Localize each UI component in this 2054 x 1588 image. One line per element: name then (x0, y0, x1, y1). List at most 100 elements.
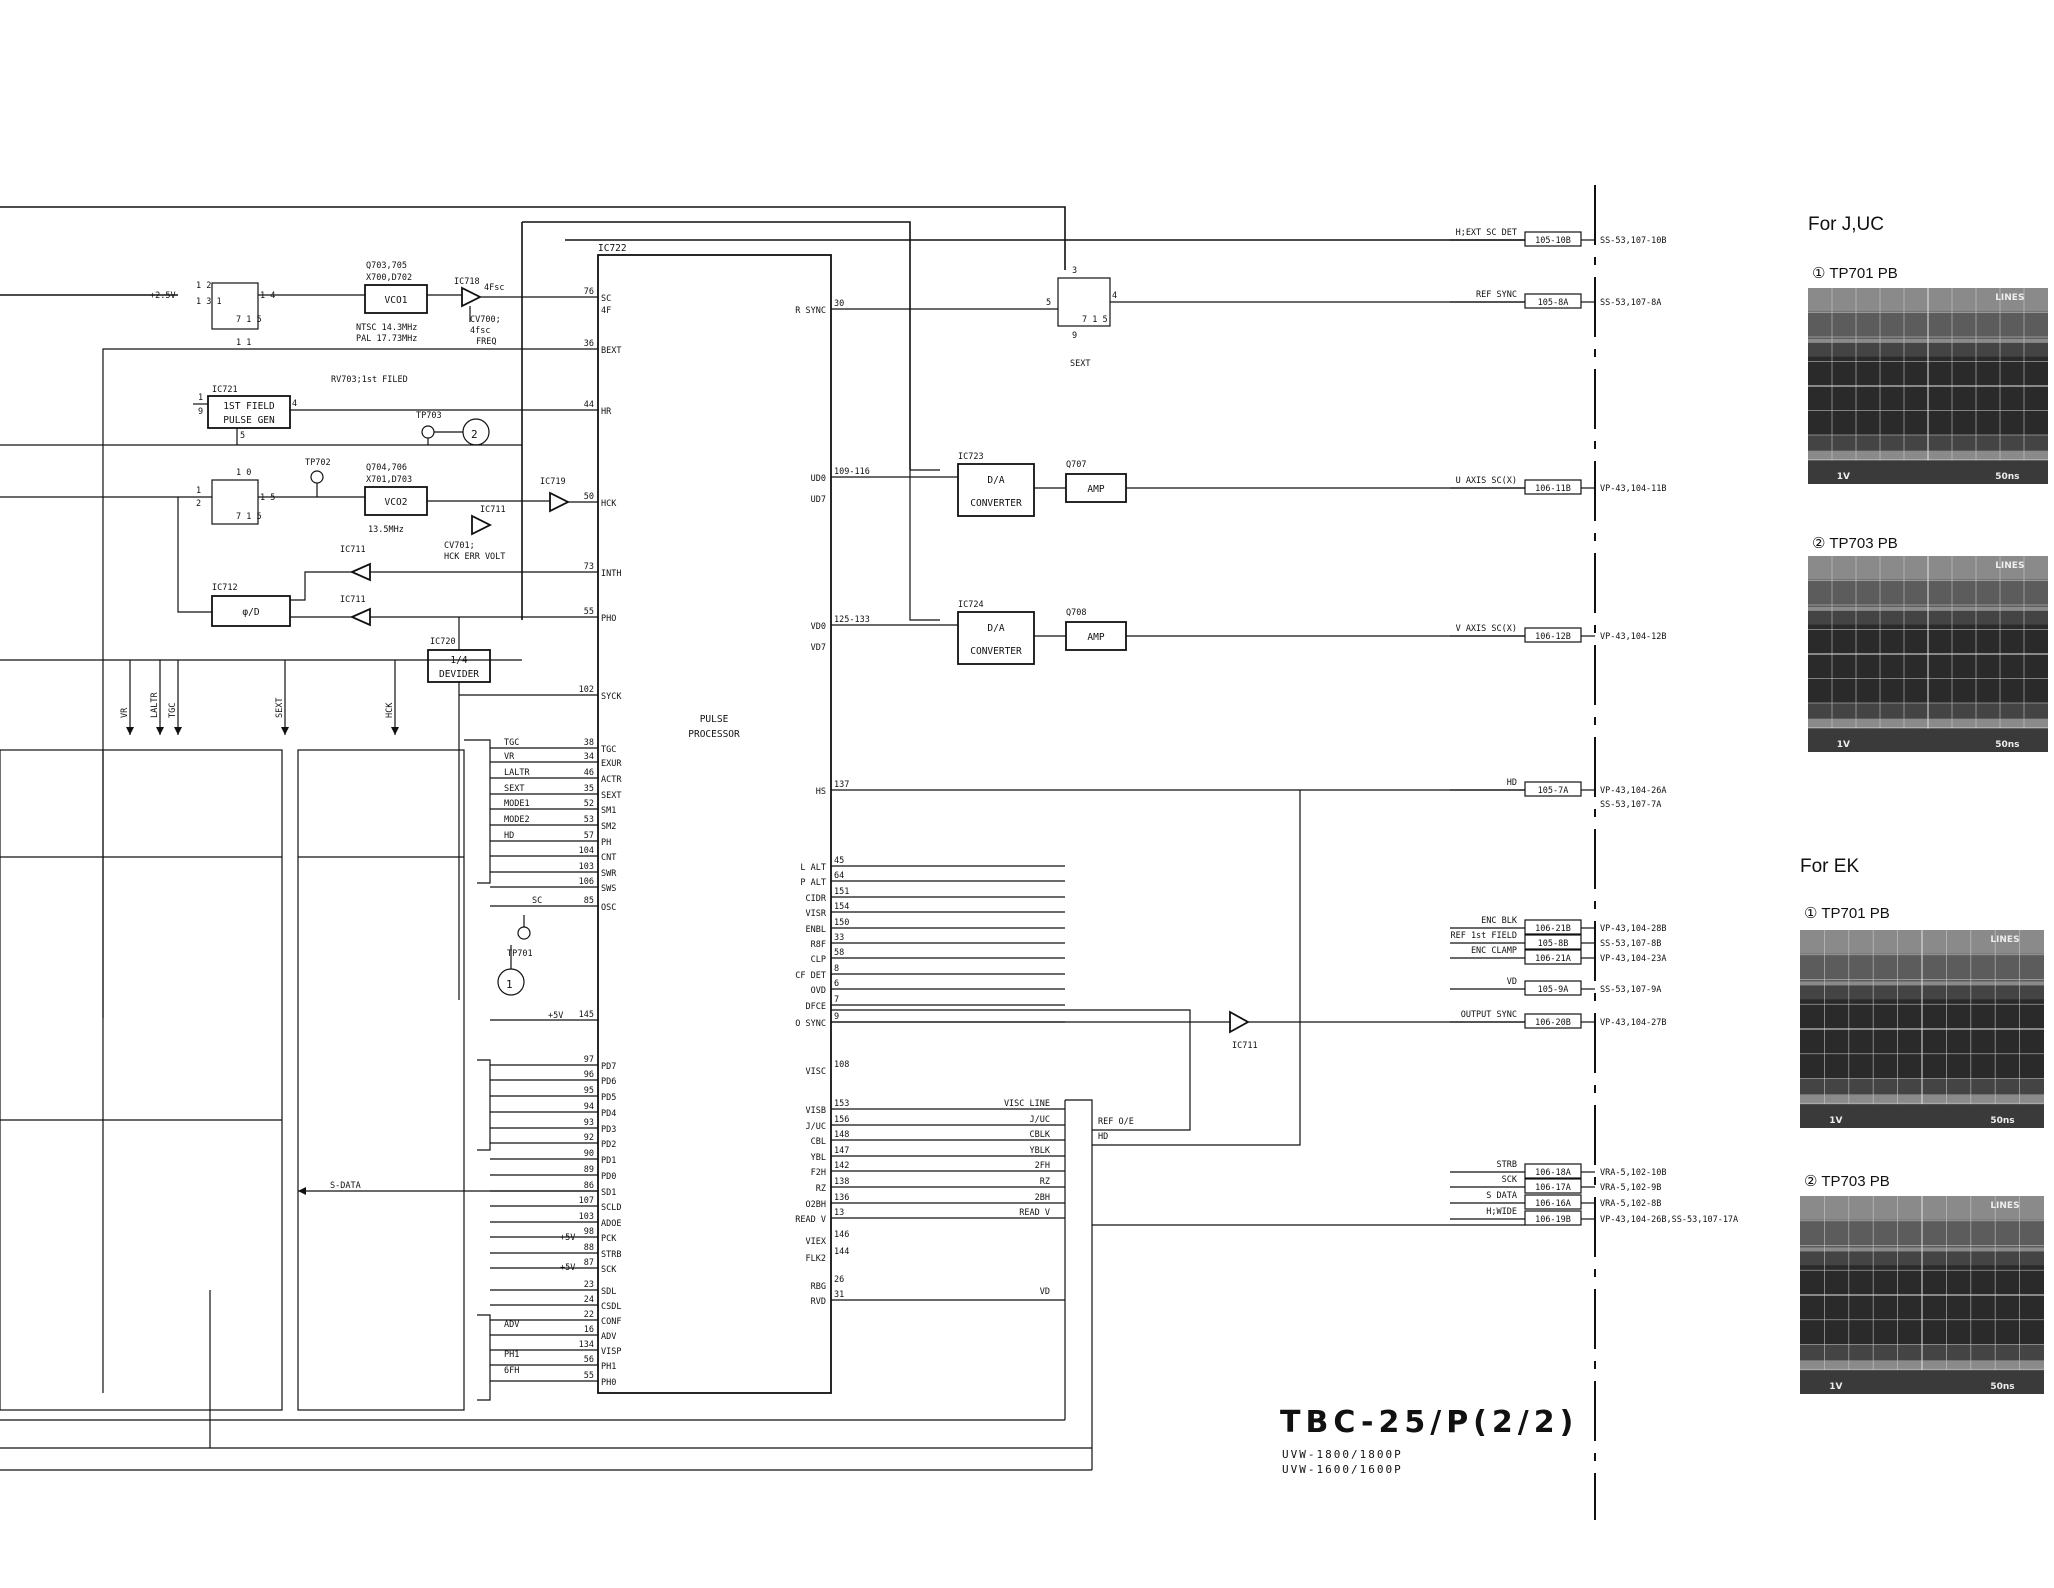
svg-text:PD2: PD2 (601, 1140, 616, 1150)
svg-text:VP-43,104-12B: VP-43,104-12B (1600, 632, 1667, 642)
svg-text:50ns: 50ns (1990, 1116, 2014, 1126)
svg-text:105-8B: 105-8B (1538, 939, 1569, 949)
rbus-yblk: YBLK (1030, 1146, 1051, 1156)
svg-text:26: 26 (834, 1275, 844, 1285)
bus-label-laltr: LALTR (504, 768, 530, 778)
svg-text:4F: 4F (601, 306, 611, 316)
svg-text:CBL: CBL (811, 1137, 826, 1147)
svg-text:READ V: READ V (795, 1215, 826, 1225)
rbus-j-uc: J/UC (1030, 1115, 1050, 1125)
svg-text:1 0: 1 0 (236, 468, 251, 478)
svg-text:136: 136 (834, 1193, 849, 1203)
bus-label-mode2: MODE2 (504, 815, 530, 825)
svg-text:9: 9 (834, 1012, 839, 1022)
svg-text:O2BH: O2BH (806, 1200, 826, 1210)
ic711-ref-b: IC711 (340, 545, 366, 555)
cv701-label-1: CV701; (444, 541, 475, 551)
svg-text:SDL: SDL (601, 1287, 616, 1297)
svg-text:1 4: 1 4 (260, 291, 275, 301)
svg-text:P ALT: P ALT (800, 878, 826, 888)
svg-text:106-18A: 106-18A (1535, 1168, 1571, 1178)
cv700-label-1: CV700; (470, 315, 501, 325)
ic721-name-2: PULSE GEN (223, 415, 275, 426)
ic718-ref: IC718 (454, 277, 480, 287)
svg-text:S DATA: S DATA (1486, 1191, 1517, 1201)
ic722-pin-vcc: 145 (490, 1010, 598, 1021)
svg-text:PD7: PD7 (601, 1062, 616, 1072)
svg-text:SYCK: SYCK (601, 692, 622, 702)
svg-text:2: 2 (471, 428, 478, 441)
svg-text:50ns: 50ns (1995, 472, 2019, 482)
svg-text:142: 142 (834, 1161, 849, 1171)
ic722-out-p-alt: 64P ALT (800, 871, 1065, 888)
svg-text:R8F: R8F (811, 940, 826, 950)
ic720-name-2: DEVIDER (439, 669, 479, 680)
svg-text:2: 2 (196, 499, 201, 509)
svg-text:LINES: LINES (1990, 935, 2019, 945)
svg-text:1 3 1: 1 3 1 (196, 297, 222, 307)
svg-text:16: 16 (584, 1325, 594, 1335)
svg-text:138: 138 (834, 1177, 849, 1187)
svg-text:50: 50 (584, 492, 594, 502)
svg-text:SCK: SCK (1502, 1175, 1518, 1185)
q708-name: AMP (1087, 632, 1104, 643)
svg-text:CONF: CONF (601, 1317, 621, 1327)
svg-text:56: 56 (584, 1355, 594, 1365)
svg-text:90: 90 (584, 1149, 594, 1159)
waveform-heading-juc: For J,UC (1808, 214, 1884, 235)
rbus-visc-line: VISC LINE (1004, 1099, 1050, 1109)
vco1-ref-2: X700,D702 (366, 273, 412, 283)
svg-text:SS-53,107-7A: SS-53,107-7A (1600, 800, 1661, 810)
svg-text:R SYNC: R SYNC (795, 306, 826, 316)
ic711-ref-d: IC711 (1232, 1041, 1258, 1051)
ic724-name-2: CONVERTER (970, 646, 1022, 657)
ic723-name-1: D/A (987, 475, 1004, 486)
svg-text:SWS: SWS (601, 884, 616, 894)
scope-label-ek-1: ① TP701 PB (1804, 905, 1890, 922)
svg-text:SS-53,107-8B: SS-53,107-8B (1600, 939, 1661, 949)
svg-text:VD7: VD7 (811, 643, 826, 653)
svg-text:PD1: PD1 (601, 1156, 616, 1166)
svg-text:REF 1st FIELD: REF 1st FIELD (1450, 931, 1517, 941)
svg-text:1: 1 (506, 978, 513, 991)
svg-text:38: 38 (584, 738, 594, 748)
svg-text:PD5: PD5 (601, 1093, 616, 1103)
bus-label-s-data: S-DATA (330, 1181, 361, 1191)
svg-text:CNT: CNT (601, 853, 616, 863)
svg-text:106-21B: 106-21B (1535, 924, 1571, 934)
svg-text:PHO: PHO (601, 614, 616, 624)
tp701-label: TP701 (507, 949, 533, 959)
svg-text:UD7: UD7 (811, 495, 826, 505)
svg-text:9: 9 (198, 407, 203, 417)
svg-text:VP-43,104-27B: VP-43,104-27B (1600, 1018, 1667, 1028)
ic722-out-cf-det: 8CF DET (795, 964, 1065, 981)
supply-5v-a: +5V (548, 1011, 563, 1021)
ic724-name-1: D/A (987, 623, 1004, 634)
svg-text:13: 13 (834, 1208, 844, 1218)
svg-text:SWR: SWR (601, 869, 617, 879)
svg-text:PD0: PD0 (601, 1172, 616, 1182)
svg-text:98: 98 (584, 1227, 594, 1237)
svg-text:4Fsc: 4Fsc (484, 283, 504, 293)
svg-text:VD: VD (1507, 977, 1517, 987)
svg-text:1 5: 1 5 (260, 493, 275, 503)
